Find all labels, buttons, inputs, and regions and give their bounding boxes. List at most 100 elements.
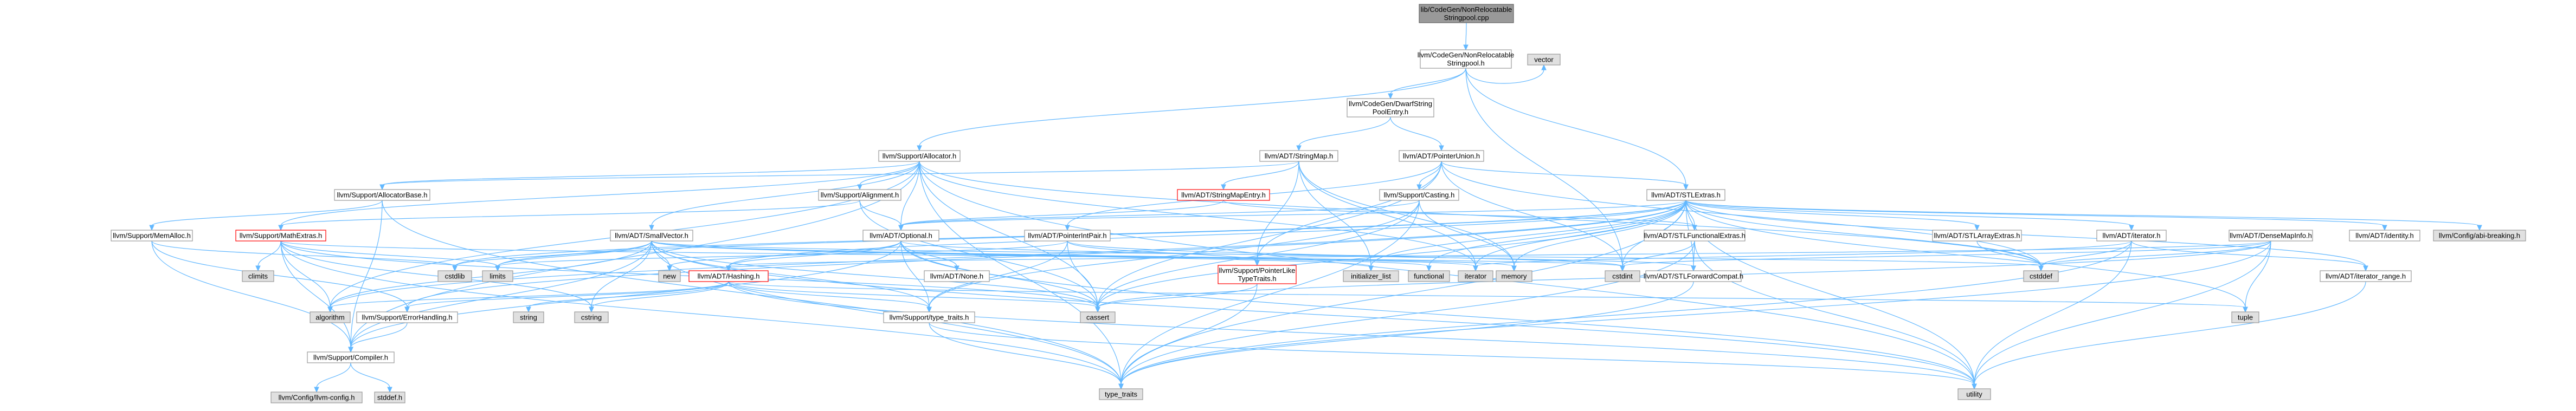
node-abibreaking: llvm/Config/abi-breaking.h (2433, 230, 2526, 242)
node-label: llvm/ADT/Hashing.h (698, 272, 760, 280)
node-iterator_h[interactable]: llvm/ADT/iterator.h (2096, 230, 2167, 242)
node-label: llvm/Support/ErrorHandling.h (362, 314, 453, 322)
edge-smallvector-to-memory (651, 240, 1517, 272)
node-label: llvm/Support/MathExtras.h (240, 232, 322, 240)
node-box (2433, 230, 2526, 242)
edge-smallvector-to-utility (651, 240, 1977, 390)
node-label: llvm/ADT/STLFunctionalExtras.h (1644, 232, 1746, 240)
node-cstring: cstring (574, 311, 609, 323)
node-box (1645, 270, 1742, 282)
node-tuple: tuple (2231, 311, 2259, 323)
edge-iterator_range-to-utility (1972, 281, 2366, 390)
node-box (1420, 49, 1512, 69)
node-box (2096, 230, 2167, 242)
node-box (1458, 270, 1493, 282)
node-label: vector (1534, 56, 1554, 64)
node-box (688, 270, 769, 282)
node-label: llvm/ADT/StringMapEntry.h (1181, 191, 1266, 199)
node-casting[interactable]: llvm/Support/Casting.h (1379, 189, 1459, 201)
edge-densemapinfo-to-cstddef (2038, 240, 2271, 272)
node-label: utility (1966, 390, 1982, 399)
node-hashing[interactable]: llvm/ADT/Hashing.h (688, 270, 769, 282)
edge-densemapinfo-to-hashing (726, 240, 2271, 272)
node-type_traits_llvm[interactable]: llvm/Support/type_traits.h (883, 311, 975, 323)
node-alignment[interactable]: llvm/Support/Alignment.h (818, 189, 901, 201)
node-allocatorbase[interactable]: llvm/Support/AllocatorBase.h (334, 189, 430, 201)
node-stlarray[interactable]: llvm/ADT/STLArrayExtras.h (1932, 230, 2022, 242)
node-pointerunion[interactable]: llvm/ADT/PointerUnion.h (1399, 150, 1484, 162)
edge-stringmap-to-allocatorbase (379, 161, 1299, 191)
edge-stringmap-to-stringmapentry (1221, 161, 1299, 191)
node-box (1957, 388, 1991, 400)
node-compiler[interactable]: llvm/Support/Compiler.h (307, 351, 395, 363)
node-iterator_range[interactable]: llvm/ADT/iterator_range.h (2320, 270, 2412, 282)
edge-hashing-to-type_traits_llvm (728, 281, 932, 313)
node-label: llvm/ADT/None.h (930, 272, 983, 280)
edge-memalloc-to-compiler (151, 240, 353, 353)
node-memalloc[interactable]: llvm/Support/MemAlloc.h (111, 230, 193, 242)
node-box (1605, 270, 1640, 282)
node-label: llvm/ADT/StringMap.h (1265, 152, 1333, 160)
node-box (1024, 230, 1111, 242)
node-identity[interactable]: llvm/ADT/identity.h (2349, 230, 2420, 242)
node-label: stddef.h (377, 394, 402, 402)
node-label: llvm/Config/abi-breaking.h (2439, 232, 2520, 240)
edge-pointerunion-to-casting (1416, 161, 1442, 191)
edge-allocatorbase-to-type_traits (382, 200, 1124, 390)
edge-type_traits_llvm-to-type_traits (929, 322, 1124, 390)
node-cstddef: cstddef (2023, 270, 2059, 282)
node-box (1080, 311, 1116, 323)
node-stringmapentry[interactable]: llvm/ADT/StringMapEntry.h (1177, 189, 1270, 201)
edge-allocator-to-allocatorbase (379, 161, 920, 191)
node-label: type_traits (1105, 390, 1137, 399)
edge-pointerintpair-to-pointerlike (1067, 240, 1260, 266)
edge-compiler-to-llvm_config (314, 362, 351, 393)
node-box (1099, 388, 1143, 400)
edge-stlextras-to-stlarray (1685, 200, 1980, 231)
edge-pointerintpair-to-limits (495, 240, 1068, 272)
node-none[interactable]: llvm/ADT/None.h (924, 270, 990, 282)
node-label: llvm/Support/Casting.h (1384, 191, 1455, 199)
node-label: llvm/Support/Allocator.h (883, 152, 957, 160)
node-box (862, 230, 939, 242)
node-optional[interactable]: llvm/ADT/Optional.h (862, 230, 939, 242)
node-stringmap[interactable]: llvm/ADT/StringMap.h (1259, 150, 1338, 162)
node-mathextras[interactable]: llvm/Support/MathExtras.h (235, 230, 326, 242)
node-label: llvm/ADT/SmallVector.h (615, 232, 688, 240)
edge-compiler-to-stddef (350, 362, 392, 393)
node-vector: vector (1527, 54, 1561, 66)
node-box (111, 230, 193, 242)
node-utility: utility (1957, 388, 1991, 400)
node-smallvector[interactable]: llvm/ADT/SmallVector.h (610, 230, 693, 242)
node-box (1644, 230, 1746, 242)
node-label: TypeTraits.h (1238, 275, 1276, 283)
node-box (2320, 270, 2412, 282)
node-cstdint: cstdint (1605, 270, 1640, 282)
node-label: llvm/ADT/DenseMapInfo.h (2230, 232, 2312, 240)
node-label: llvm/Support/AllocatorBase.h (337, 191, 428, 199)
node-allocator[interactable]: llvm/Support/Allocator.h (878, 150, 961, 162)
node-box (374, 392, 405, 403)
node-pointerintpair[interactable]: llvm/ADT/PointerIntPair.h (1024, 230, 1111, 242)
node-stlextras[interactable]: llvm/ADT/STLExtras.h (1646, 189, 1725, 201)
node-stlfunctional[interactable]: llvm/ADT/STLFunctionalExtras.h (1644, 230, 1746, 242)
node-box (1496, 270, 1532, 282)
node-label: initializer_list (1351, 272, 1391, 280)
node-box (1343, 270, 1399, 282)
node-llvm_config: llvm/Config/llvm-config.h (271, 392, 363, 403)
node-errorhandling[interactable]: llvm/Support/ErrorHandling.h (356, 311, 458, 323)
node-stlforward[interactable]: llvm/ADT/STLForwardCompat.h (1644, 270, 1743, 282)
node-label: llvm/Support/Alignment.h (821, 191, 899, 199)
node-box (1259, 150, 1338, 162)
node-climits: climits (242, 270, 274, 282)
node-box (1177, 189, 1270, 201)
edge-allocatorbase-to-memalloc (149, 200, 383, 231)
node-densemapinfo[interactable]: llvm/ADT/DenseMapInfo.h (2229, 230, 2313, 242)
edge-mathextras-to-algorithm (280, 240, 333, 313)
